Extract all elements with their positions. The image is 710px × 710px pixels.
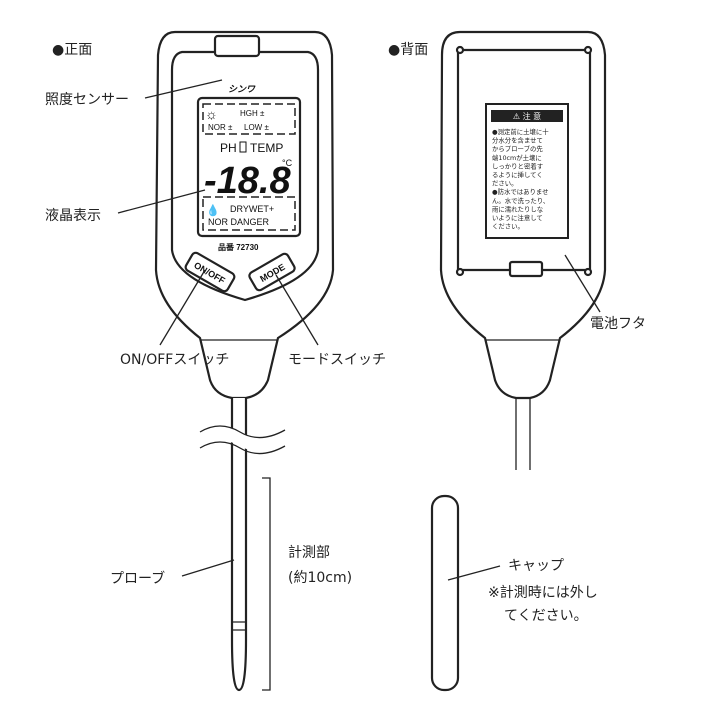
lcd-high: HGH ± <box>240 109 265 118</box>
warning-line: 雨に濡れたりしな <box>492 204 543 213</box>
label-probe: プローブ <box>110 570 165 587</box>
cover-latch[interactable] <box>508 260 544 278</box>
label-lcd: 液晶表示 <box>45 208 101 224</box>
screw <box>455 267 465 277</box>
label-battery-cover: 電池フタ <box>590 316 646 332</box>
lcd-separator <box>239 141 247 153</box>
lcd-nor: NOR ± <box>208 123 233 132</box>
lcd-light-frame <box>202 103 296 135</box>
front-probe <box>230 398 248 692</box>
lcd-ph: PH <box>220 141 237 155</box>
front-device: シンワ ☼ HGH ± NOR ± LOW ± PH TEMP -18.8 °C… <box>154 30 335 692</box>
cap-note-line-1: ※計測時には外し <box>488 585 598 601</box>
break-lines <box>199 425 286 455</box>
warning-line: 端10cmが土壌に <box>492 153 542 162</box>
warning-line: いように注意して <box>492 213 543 222</box>
warning-line: ださい。 <box>492 180 518 188</box>
lcd-temp: TEMP <box>250 141 283 155</box>
leader-line <box>181 559 235 577</box>
leader-line <box>117 189 206 214</box>
warning-line: ●測定前に土壌に十 <box>492 127 549 136</box>
lcd-screen <box>196 96 302 238</box>
brand-logo: シンワ <box>228 84 256 94</box>
leader-line <box>564 254 601 313</box>
warning-line: るように挿してく <box>492 170 543 179</box>
leader-line <box>159 269 206 346</box>
warning-title-bar <box>491 110 563 122</box>
lcd-moisture-status: NOR DANGER <box>208 217 270 227</box>
light-sensor <box>213 34 261 58</box>
warning-line: からプローブの先 <box>492 144 543 153</box>
probe-tip-rings <box>232 621 246 631</box>
back-heading: ●背面 <box>388 42 428 58</box>
warning-line: 分水分を含ませて <box>492 136 543 145</box>
leader-line <box>447 565 501 581</box>
leader-line <box>275 274 319 346</box>
model-number: 品番 72730 <box>218 242 259 252</box>
warning-title: ⚠ 注 意 <box>513 111 541 121</box>
warning-line: しっかりと密着す <box>492 161 543 170</box>
label-measuring-part: 計測部 <box>288 545 330 561</box>
probe-cap[interactable] <box>430 494 460 692</box>
warning-label <box>485 103 569 239</box>
back-device: ⚠ 注 意 ●測定前に土壌に十分水分を含ませてからプローブの先端10cmが土壌に… <box>430 30 607 692</box>
warning-line: ください。 <box>492 223 524 231</box>
lcd-unit: °C <box>282 158 293 168</box>
warning-text: ●測定前に土壌に十分水分を含ませてからプローブの先端10cmが土壌にしっかりと密… <box>492 127 549 231</box>
lcd-moisture-frame <box>202 196 296 231</box>
warning-line: ●防水ではありませ <box>492 187 549 196</box>
front-heading: ●正面 <box>52 42 92 58</box>
sun-icon: ☼ <box>205 106 218 122</box>
label-measuring-length: (約10cm) <box>288 570 352 586</box>
screw <box>583 267 593 277</box>
label-mode-switch: モードスイッチ <box>288 352 386 368</box>
probe-break <box>200 426 285 453</box>
cap-note-line-2: てください。 <box>504 608 588 624</box>
label-light-sensor: 照度センサー <box>45 92 129 108</box>
warning-line: ん。水で洗ったり、 <box>492 196 549 205</box>
screw <box>455 45 465 55</box>
screw <box>583 45 593 55</box>
mode-button[interactable]: MODE <box>248 252 296 292</box>
lcd-value: -18.8 <box>204 160 291 202</box>
back-probe <box>515 398 531 470</box>
label-cap: キャップ <box>508 558 564 574</box>
drop-icon: 💧 <box>206 204 220 217</box>
measuring-bracket <box>262 477 271 691</box>
leader-line <box>144 79 223 99</box>
lcd-low: LOW ± <box>244 123 269 132</box>
lcd-moisture: DRYWET+ <box>230 204 274 214</box>
label-on-off-switch: ON/OFFスイッチ <box>120 352 229 368</box>
